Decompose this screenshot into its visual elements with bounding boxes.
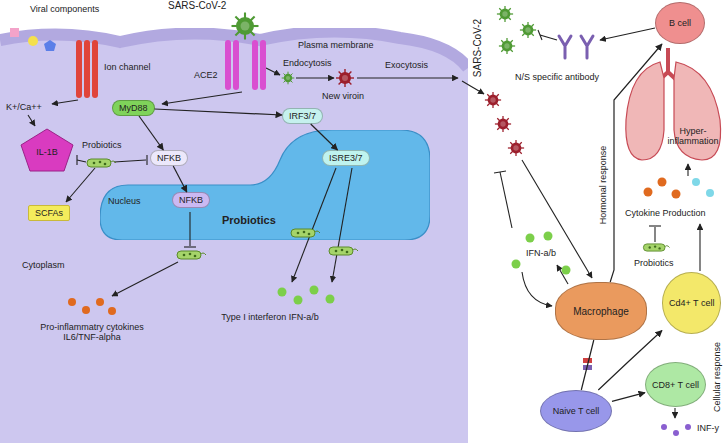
- text-label: Type I interferon IFN-a/b: [215, 312, 325, 322]
- node-text: Cd4+ T cell: [669, 298, 714, 308]
- text-label: Cytokine Production: [625, 208, 706, 218]
- node-box: ISRE3/7: [322, 150, 370, 166]
- node-text: CD8+ T cell: [652, 380, 699, 390]
- node-box: B cell: [655, 2, 705, 44]
- connector: [610, 44, 662, 282]
- connector: [311, 124, 338, 150]
- text-label: SARS-CoV-2: [472, 19, 484, 77]
- cytokine-dots: [68, 178, 714, 316]
- connector: [173, 166, 187, 192]
- text-label: Pro-inflammatry cytokines IL6/TNF-alpha: [22, 322, 162, 343]
- interferon-dots: [278, 232, 571, 305]
- text-label: New viroin: [322, 91, 364, 101]
- probiotics-icon: [87, 159, 670, 259]
- node-text: Naive T cell: [553, 406, 600, 416]
- text-label: SARS-CoV-2: [168, 0, 226, 12]
- node-box: IL-1B: [20, 128, 74, 172]
- ion-channel: [76, 40, 98, 98]
- text-label: ACE2: [194, 70, 218, 80]
- node-box: CD8+ T cell: [645, 362, 706, 407]
- text-label: Cellular response: [712, 342, 722, 412]
- node-box: IRF3/7: [282, 108, 323, 124]
- text-label: Hyper- inflammation: [664, 126, 722, 147]
- connector: [581, 340, 594, 390]
- text-label: IFN-a/b: [526, 248, 556, 258]
- node-box: SCFAs: [28, 205, 70, 221]
- text-label: Ion channel: [104, 62, 151, 72]
- node-text: Macrophage: [573, 306, 629, 317]
- node-text: NFKB: [179, 195, 203, 205]
- node-text: Cytoplasm: [22, 260, 65, 270]
- node-text: MyD88: [119, 103, 148, 113]
- node-text: NFKB: [157, 153, 181, 163]
- arrows: [28, 28, 700, 418]
- node-box: NFKB: [150, 150, 188, 166]
- node-text: B cell: [669, 18, 691, 28]
- node-box: Plasma membraneCytoplasmIL-1BSCFAsMyD88N…: [0, 28, 468, 443]
- text-label: Probiotics: [634, 258, 674, 268]
- text-label: N/S specific antibody: [515, 72, 599, 82]
- node-box: Naive T cell: [540, 390, 612, 432]
- node-box: Cd4+ T cell: [662, 272, 721, 334]
- connector: [139, 116, 163, 150]
- text-label: Viral components: [30, 4, 99, 14]
- node-text: Plasma membrane: [298, 40, 374, 50]
- text-label: Probiotics: [82, 140, 122, 150]
- connector: [155, 109, 283, 115]
- antibody: [559, 36, 593, 58]
- ace2-receptor: [225, 40, 266, 90]
- node-box: Macrophage: [555, 282, 647, 340]
- receptor: [583, 358, 592, 370]
- node-text: IRF3/7: [289, 111, 316, 121]
- text-label: INF-y: [697, 423, 719, 433]
- text-label: Exocytosis: [385, 60, 428, 70]
- text-label: Hormonal response: [598, 146, 608, 225]
- text-label: K+/Ca++: [6, 102, 42, 112]
- node-text: Nucleus: [108, 196, 141, 206]
- node-box: NFKB: [172, 192, 210, 208]
- ifn-gamma-dots: [661, 424, 691, 436]
- node-text: SCFAs: [35, 208, 63, 218]
- text-label: Endocytosis: [283, 58, 332, 68]
- text-label: Probiotics: [222, 214, 276, 227]
- connector: [598, 331, 662, 391]
- node-box: MyD88: [112, 100, 155, 116]
- virus: [232, 6, 537, 156]
- node-text: IL-1B: [36, 147, 58, 157]
- viral-components: [10, 28, 56, 51]
- connector: [612, 393, 645, 402]
- node-text: ISRE3/7: [329, 153, 363, 163]
